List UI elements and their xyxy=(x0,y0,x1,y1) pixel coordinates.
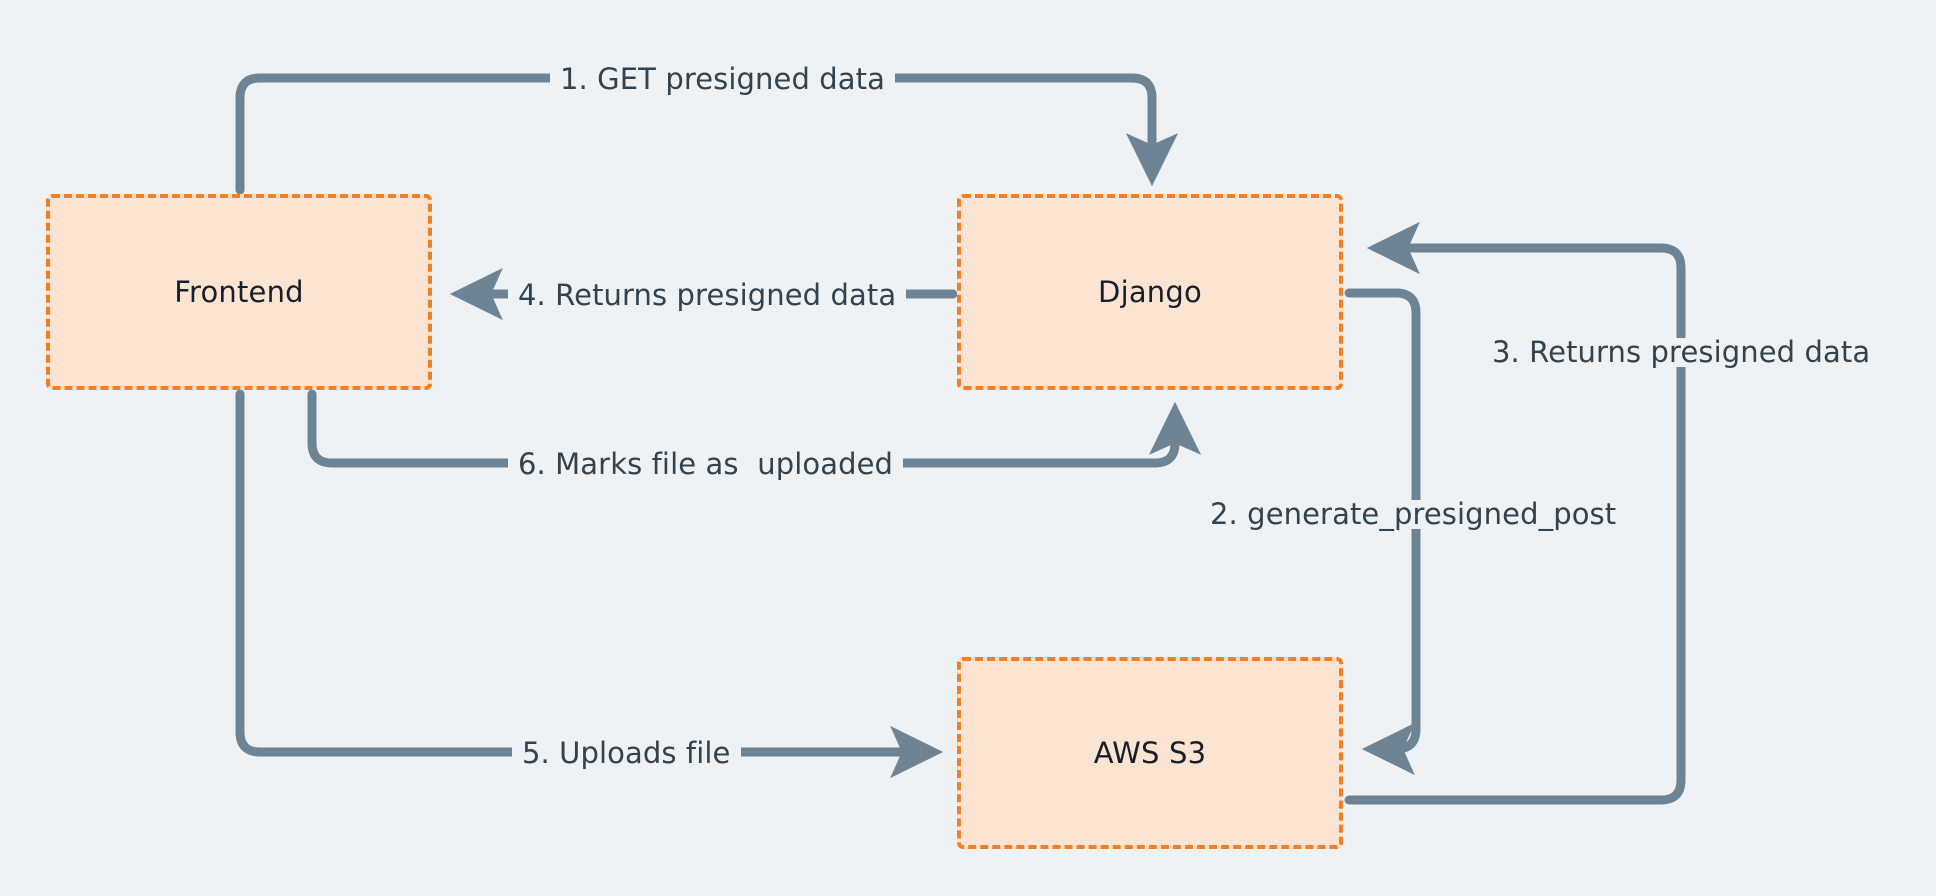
edge-label-1: 1. GET presigned data xyxy=(550,65,895,94)
node-django[interactable]: Django xyxy=(957,194,1343,390)
edge-label-3: 3. Returns presigned data xyxy=(1482,338,1881,367)
connector-5-uploads-file xyxy=(235,389,944,779)
edge-label-4: 4. Returns presigned data xyxy=(508,281,907,310)
edge-label-5: 5. Uploads file xyxy=(512,739,741,768)
edge-label-6: 6. Marks file as uploaded xyxy=(508,450,904,479)
node-frontend-label: Frontend xyxy=(174,275,304,309)
node-aws-s3-label: AWS S3 xyxy=(1093,736,1207,770)
node-django-label: Django xyxy=(1098,275,1202,309)
node-aws-s3[interactable]: AWS S3 xyxy=(957,657,1343,849)
connector-3-returns-presigned-data xyxy=(1344,221,1686,805)
edge-label-2: 2. generate_presigned_post xyxy=(1200,500,1627,529)
node-frontend[interactable]: Frontend xyxy=(46,194,432,390)
